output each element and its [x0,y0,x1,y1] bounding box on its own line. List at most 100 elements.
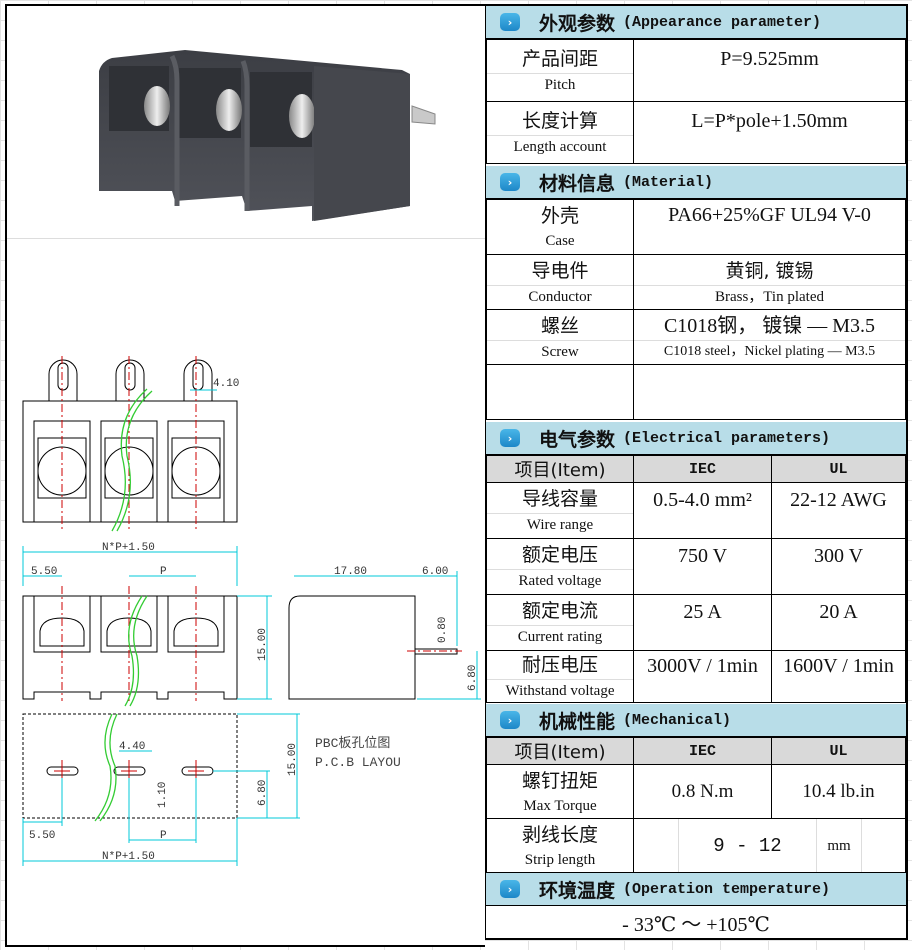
row-label-cn: 剥线长度 [521,823,598,846]
dim-height-pcb: 15.00 [287,743,299,776]
rated-voltage-ul: 300 V [813,545,864,567]
wire-range-iec: 0.5-4.0 mm² [653,489,752,511]
section-header-electrical: › 电气参数 (Electrical parameters) [486,422,906,455]
table-row: 耐压电压 Withstand voltage 3000V / 1min 1600V… [486,650,906,703]
table-header-row: 项目(Item) IEC UL [486,455,906,483]
dim-edge-offset-pcb: 5.50 [29,830,55,842]
dim-total-length-pcb: N*P+1.50 [102,851,155,863]
torque-ul: 10.4 lb.in [802,780,875,802]
row-label-en: Current rating [487,625,633,648]
chevron-right-icon: › [500,880,520,898]
row-label-en: Wire range [487,513,633,536]
dim-tab-width: 4.10 [213,378,239,390]
left-panel: 4.10 N*P+1.50 5.50 P 17.80 6.00 15.00 0.… [5,4,485,947]
withstand-voltage-iec: 3000V / 1min [647,655,758,677]
header-ul: UL [771,737,906,765]
row-label-en: Withstand voltage [487,679,633,702]
section-header-temperature: › 环境温度 (Operation temperature) [486,873,906,906]
dim-pin-height: 6.80 [467,665,479,691]
length-value: L=P*pole+1.50mm [691,110,848,132]
dim-height-front: 15.00 [257,628,269,661]
current-rating-ul: 20 A [819,601,858,623]
row-label-en: Case [545,233,575,249]
dim-pitch-pcb: P [160,830,167,842]
dim-depth: 17.80 [334,566,367,578]
section-header-mechanical: › 机械性能 (Mechanical) [486,704,906,737]
pcb-label-cn: PBC板孔位图 [315,736,390,751]
header-iec: IEC [633,455,772,483]
dim-slot-width: 1.10 [157,782,169,808]
section-title-cn: 材料信息 [539,172,616,195]
wire-range-ul: 22-12 AWG [790,489,887,511]
section-title-en: (Appearance parameter) [623,13,822,31]
dim-pin-height-pcb: 6.80 [257,780,269,806]
section-title-cn: 电气参数 [539,428,616,451]
dim-pin-out: 6.00 [422,566,448,578]
mechanical-table: 项目(Item) IEC UL 螺钉扭矩 Max Torque 0.8 N.m 1… [486,737,906,873]
table-header-row: 项目(Item) IEC UL [486,737,906,765]
row-label-cn: 额定电流 [521,600,598,622]
dim-pin-width: 0.80 [437,617,449,643]
row-label-en: Rated voltage [487,569,633,592]
torque-iec: 0.8 N.m [671,780,734,802]
screw-value-en: C1018 steel，Nickel plating — M3.5 [634,339,905,363]
dim-total-length-top: N*P+1.50 [102,542,155,554]
chevron-right-icon: › [500,173,520,191]
chevron-right-icon: › [500,13,520,31]
product-photo [7,6,485,239]
section-title-en: (Electrical parameters) [623,429,831,447]
table-row: 外壳 Case PA66+25%GF UL94 V-0 [486,199,906,255]
table-row: 螺钉扭矩 Max Torque 0.8 N.m 10.4 lb.in [486,764,906,819]
dim-pitch-front: P [160,566,167,578]
strip-length-unit: mm [827,837,851,854]
dim-slot-length: 4.40 [119,741,145,753]
dim-edge-offset-front: 5.50 [31,566,57,578]
row-label-cn: 导电件 [531,259,589,282]
header-item: 项目(Item) [486,737,634,765]
table-row: 导线容量 Wire range 0.5-4.0 mm² 22-12 AWG [486,482,906,539]
row-label-en: Length account [487,135,633,158]
row-label-en: Max Torque [523,797,597,814]
pitch-value: P=9.525mm [720,48,819,70]
screw-value-cn: C1018钢， 镀镍 — M3.5 [663,314,876,337]
header-iec: IEC [632,737,773,765]
row-label-en: Pitch [487,73,633,96]
case-value: PA66+25%GF UL94 V-0 [668,204,871,226]
empty-row [486,364,906,420]
section-title-en: (Operation temperature) [623,880,831,898]
row-label-cn: 外壳 [540,205,579,227]
header-ul: UL [771,455,906,483]
rated-voltage-iec: 750 V [677,545,728,567]
table-row: 额定电压 Rated voltage 750 V 300 V [486,538,906,595]
electrical-table: 项目(Item) IEC UL 导线容量 Wire range 0.5-4.0 m… [486,455,906,703]
row-label-cn: 额定电压 [521,544,598,566]
row-label-cn: 导线容量 [521,488,598,510]
row-label-cn: 螺丝 [540,314,579,337]
pcb-label-en: P.C.B LAYOU [315,755,401,770]
section-title-en: (Material) [623,173,714,191]
section-title-cn: 环境温度 [539,879,616,902]
header-item: 项目(Item) [486,455,634,483]
section-title-cn: 机械性能 [539,710,616,733]
withstand-voltage-ul: 1600V / 1min [783,655,894,677]
strip-length-value: 9 - 12 [713,834,782,857]
chevron-right-icon: › [500,711,520,729]
row-label-cn: 螺钉扭矩 [521,769,598,792]
row-label-cn: 耐压电压 [521,654,598,676]
section-title-cn: 外观参数 [539,12,616,35]
section-header-material: › 材料信息 (Material) [486,166,906,199]
section-title-en: (Mechanical) [623,711,732,729]
conductor-value-cn: 黄铜, 镀锡 [725,259,814,282]
row-label-en: Screw [487,339,633,363]
temperature-value: - 33℃ ～ +105℃ [622,913,770,936]
section-header-appearance: › 外观参数 (Appearance parameter) [486,6,906,39]
